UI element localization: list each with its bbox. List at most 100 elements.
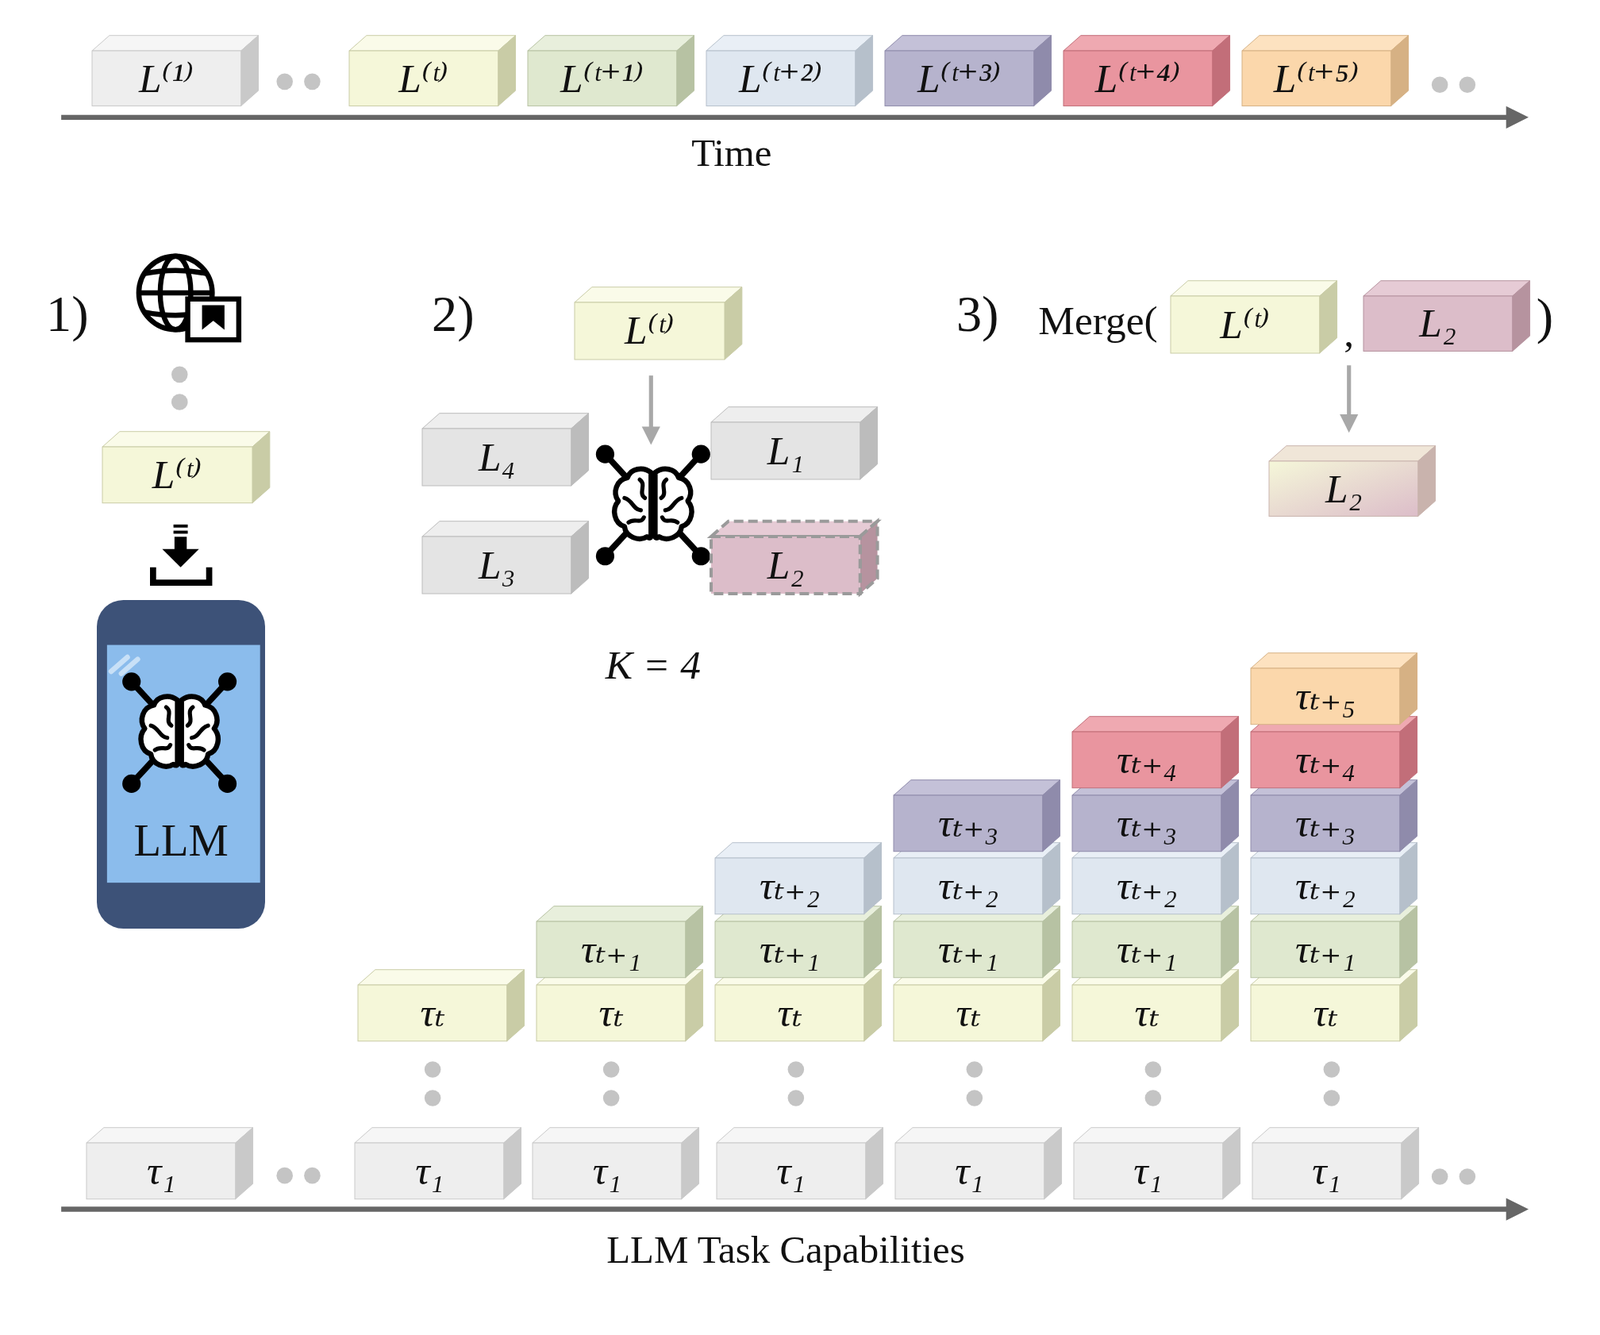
llm-brain-icon [596,445,711,566]
box-label: L⁽ᵗ⁺⁵⁾ [1273,56,1359,102]
box-label: τₜ [777,990,803,1036]
selected-lora-slot-box: L₂ [711,536,861,594]
time-axis [61,106,1529,129]
box-label: τₜ₊₁ [1116,926,1177,973]
argument-separator: , [1343,310,1354,356]
task-capability-box: τₜ [715,984,865,1042]
base-task-box: τ₁ [86,1142,236,1200]
task-capability-box: τₜ [1250,984,1400,1042]
task-capability-box: τₜ₊₃ [1072,795,1222,852]
lora-update-box: L⁽¹⁾ [92,50,242,106]
merge-arrow [1339,365,1358,433]
model-label: LLM [134,815,229,866]
box-label: τₜ₊₃ [1295,800,1356,847]
box-label: τₜ [1313,990,1339,1036]
lora-update-box: L⁽ᵗ⁺²⁾ [706,50,856,106]
base-task-box: τ₁ [716,1142,866,1200]
box-label: τₜ₊₂ [1116,863,1177,909]
box-label: τₜ₊₁ [580,926,642,973]
box-label: L⁽¹⁾ [138,56,194,102]
downloaded-lora-box: L⁽ᵗ⁾ [102,446,253,504]
box-label: τ₁ [415,1148,444,1194]
box-label: τₜ₊₁ [938,926,999,973]
task-capability-box: τₜ [357,984,508,1042]
box-label: L⁽ᵗ⁾ [1219,302,1270,348]
lora-update-box: L⁽ᵗ⁺⁴⁾ [1063,50,1213,106]
merge-operator: Merge( [1038,297,1158,343]
merge-input-box: L₂ [1363,296,1513,351]
task-capability-box: τₜ₊₁ [1250,921,1400,978]
box-label: τ₁ [592,1148,622,1194]
box-label: τₜ [1134,990,1160,1036]
box-label: L⁽ᵗ⁺²⁾ [738,56,823,102]
box-label: τₜ₊₅ [1295,673,1356,720]
base-task-box: τ₁ [354,1142,504,1200]
task-capability-box: τₜ₊₂ [1072,857,1222,915]
box-label: L⁽ᵗ⁾ [152,452,202,498]
merge-input-box: L⁽ᵗ⁾ [1170,296,1320,354]
box-label: L⁽ᵗ⁺¹⁾ [560,56,644,102]
task-capability-box: τₜ₊₃ [1250,795,1400,852]
capability-axis [61,1197,1529,1220]
task-capability-box: τₜ [1072,984,1222,1042]
lora-slot-box: L₁ [711,422,861,480]
phone-device: LLM [96,600,266,929]
box-label: τₜ₊₂ [759,863,820,909]
box-label: L₂ [1419,300,1456,347]
base-task-box: τ₁ [532,1142,682,1200]
insert-arrow [642,375,661,445]
box-label: τₜ₊₃ [1116,800,1177,847]
slot-count: K = 4 [605,642,701,689]
task-capability-box: τₜ [893,984,1043,1042]
box-label: L⁽ᵗ⁾ [624,307,674,354]
box-label: τₜ₊₁ [759,926,820,973]
step-number: 1) [46,286,89,343]
axis-title: Time [691,131,772,175]
box-label: τₜ₊₃ [938,800,999,847]
incoming-lora-box: L⁽ᵗ⁾ [574,302,725,360]
box-label: L₄ [478,434,516,481]
lora-slot-box: L₃ [422,536,572,594]
task-capability-box: τₜ₊₄ [1072,731,1222,789]
box-label: τ₁ [954,1148,984,1194]
task-capability-box: τₜ [536,984,686,1042]
axis-title: LLM Task Capabilities [606,1228,966,1272]
step-number: 2) [431,286,475,343]
globe-download-icon [138,256,239,340]
box-label: L₃ [478,542,516,589]
task-capability-box: τₜ₊₁ [893,921,1043,978]
box-label: τ₁ [776,1148,805,1194]
task-capability-box: τₜ₊₁ [1072,921,1222,978]
box-label: τ₁ [146,1148,176,1194]
task-capability-box: τₜ₊₁ [536,921,686,978]
box-label: L₂ [767,542,804,589]
box-label: τₜ₊₄ [1116,737,1177,783]
task-capability-box: τₜ₊₅ [1250,668,1400,725]
download-icon [153,524,210,583]
lora-update-box: L⁽ᵗ⁺⁵⁾ [1242,50,1392,106]
task-capability-box: τₜ₊₂ [1250,857,1400,915]
merged-lora-box: L₂ [1269,461,1419,516]
lora-update-box: L⁽ᵗ⁺¹⁾ [527,50,677,106]
box-label: τₜ₊₂ [938,863,999,909]
base-task-box: τ₁ [895,1142,1045,1200]
box-label: τ₁ [1133,1148,1162,1194]
task-capability-box: τₜ₊₄ [1250,731,1400,789]
base-task-box: τ₁ [1252,1142,1402,1200]
task-capability-box: τₜ₊₂ [893,857,1043,915]
box-label: L₂ [1325,466,1362,512]
task-capability-box: τₜ₊₁ [715,921,865,978]
box-label: L⁽ᵗ⁺⁴⁾ [1095,56,1181,102]
task-capability-box: τₜ₊₂ [715,857,865,915]
lora-slot-box: L₄ [422,428,572,486]
lora-update-box: L⁽ᵗ⁺³⁾ [884,50,1035,106]
box-label: τₜ [599,990,624,1036]
box-label: L⁽ᵗ⁾ [398,56,448,102]
box-label: τ₁ [1311,1148,1341,1194]
box-label: L⁽ᵗ⁺³⁾ [917,56,1001,102]
box-label: τₜ₊₄ [1295,737,1356,783]
box-label: L₁ [767,428,804,474]
box-label: τₜ [956,990,981,1036]
task-capability-box: τₜ₊₃ [893,795,1043,852]
